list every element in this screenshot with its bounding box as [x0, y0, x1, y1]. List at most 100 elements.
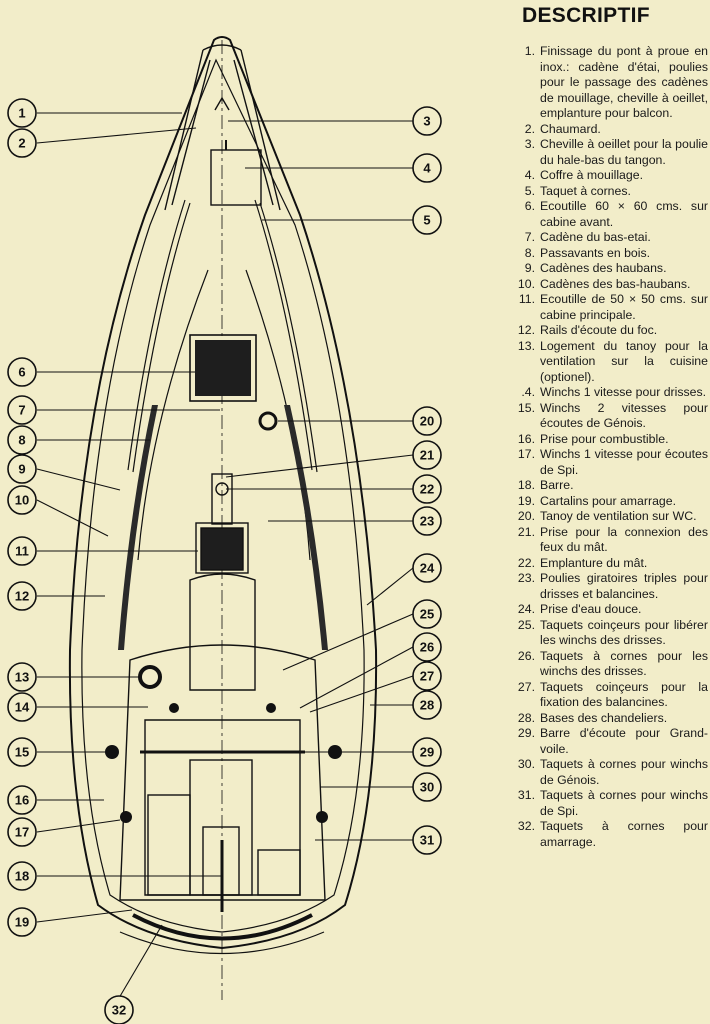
legend-item-number: 27.: [517, 679, 535, 694]
legend-item: 2. Chaumard.: [514, 122, 708, 138]
callout-22: 22: [412, 474, 442, 504]
legend-item-number: 17.: [517, 447, 535, 461]
legend-item: 5.Taquet à cornes.: [514, 184, 708, 200]
callout-10: 10: [7, 485, 37, 515]
legend-item-text: Cadène du bas-etai.: [540, 230, 651, 244]
legend-item-number: 6.: [524, 199, 535, 213]
leader-lines: [36, 112, 414, 999]
svg-text:5: 5: [423, 213, 430, 228]
svg-text:12: 12: [15, 589, 29, 604]
svg-text:9: 9: [18, 462, 25, 477]
legend-item-text: Cadènes des haubans.: [540, 261, 667, 275]
svg-text:18: 18: [15, 869, 29, 884]
svg-text:15: 15: [15, 745, 29, 760]
legend-item: 9. Cadènes des haubans.: [514, 261, 708, 277]
legend-item-text: Finissage du pont à proue en inox.: cadè…: [540, 44, 708, 120]
callout-1: 1: [7, 98, 37, 128]
callout-16: 16: [7, 785, 37, 815]
svg-text:19: 19: [15, 915, 29, 930]
legend-item-number: 3.: [524, 137, 535, 151]
callout-6: 6: [7, 357, 37, 387]
legend-item-number: 9.: [524, 261, 535, 275]
legend-item-text: Logement du tanoy pour la ventilation su…: [540, 338, 708, 384]
svg-text:30: 30: [420, 780, 434, 795]
svg-text:11: 11: [15, 544, 29, 559]
legend-item-number: 13.: [517, 338, 535, 353]
svg-text:24: 24: [420, 561, 435, 576]
legend-item-number: 18.: [517, 478, 535, 492]
legend-item-number: 4.: [524, 168, 535, 182]
legend-item-number: 25.: [517, 617, 535, 632]
callout-7: 7: [7, 395, 37, 425]
legend-item-number: 22.: [517, 555, 535, 570]
legend-item: 7. Cadène du bas-etai.: [514, 230, 708, 246]
legend-item-text: Winchs 1 vitesse pour drisses.: [540, 385, 707, 399]
legend-item-text: Chaumard.: [540, 121, 601, 136]
callout-4: 4: [412, 153, 442, 183]
anchor-locker: [210, 149, 262, 206]
legend-item: 1.Finissage du pont à proue en inox.: ca…: [514, 44, 708, 122]
svg-text:3: 3: [423, 114, 430, 129]
legend-list: 1.Finissage du pont à proue en inox.: ca…: [514, 44, 708, 850]
callout-19: 19: [7, 907, 37, 937]
callout-25: 25: [412, 599, 442, 629]
legend-item-text: Coffre à mouillage.: [540, 168, 643, 182]
svg-text:17: 17: [15, 825, 29, 840]
svg-text:6: 6: [18, 365, 25, 380]
legend-item-number: 7.: [524, 230, 535, 244]
callout-30: 30: [412, 772, 442, 802]
callout-12: 12: [7, 581, 37, 611]
legend-item-text: Barre d'écoute pour Grand-voile.: [540, 726, 708, 756]
callout-13: 13: [7, 662, 37, 692]
svg-text:7: 7: [18, 403, 25, 418]
legend-item-number: 2.: [524, 121, 535, 136]
legend-item: 22.Emplanture du mât.: [514, 556, 708, 572]
legend-item: 10.Cadènes des bas-haubans.: [514, 277, 708, 293]
legend-item-text: Bases des chandeliers.: [540, 710, 668, 725]
legend-item-number: 26.: [517, 648, 535, 663]
callout-9: 9: [7, 454, 37, 484]
legend-item-text: Taquets coinçeurs pour la fixation des b…: [540, 679, 708, 710]
legend-item-text: Taquets coinçeurs pour libérer les winch…: [540, 617, 708, 648]
legend-item: 19. Cartalins pour amarrage.: [514, 494, 708, 510]
legend-item-number: 24.: [517, 602, 535, 616]
legend-item: 4. Coffre à mouillage.: [514, 168, 708, 184]
legend-item-text: Cheville à oeillet pour la poulie du hal…: [540, 137, 708, 167]
legend-item-number: 19.: [517, 493, 535, 508]
legend-item-text: Winchs 1 vitesse pour écoutes de Spi.: [540, 447, 708, 477]
legend-item-number: 23.: [517, 571, 535, 585]
legend-item-text: Ecoutille de 50 × 50 cms. sur cabine pri…: [540, 292, 708, 322]
svg-text:32: 32: [112, 1003, 126, 1018]
legend-item-text: Winchs 2 vitesses pour écoutes de Génois…: [540, 400, 708, 431]
legend-item: 25. Taquets coinçeurs pour libérer les wi…: [514, 618, 708, 649]
legend-item-number: 29.: [517, 726, 535, 740]
legend-item: 12.Rails d'écoute du foc.: [514, 323, 708, 339]
legend-item-text: Prise pour combustible.: [540, 431, 669, 446]
legend-item-text: Tanoy de ventilation sur WC.: [540, 509, 697, 523]
svg-text:27: 27: [420, 669, 434, 684]
callout-14: 14: [7, 692, 37, 722]
legend-item: 21.Prise pour la connexion des feux du m…: [514, 525, 708, 556]
legend-title: DESCRIPTIF: [522, 4, 650, 27]
svg-text:28: 28: [420, 698, 434, 713]
callout-31: 31: [412, 825, 442, 855]
callout-23: 23: [412, 506, 442, 536]
callout-26: 26: [412, 632, 442, 662]
callout-21: 21: [412, 440, 442, 470]
legend-item-number: 32.: [517, 819, 535, 833]
forward-hatch: [189, 334, 257, 402]
legend-item: 24.Prise d'eau douce.: [514, 602, 708, 618]
legend-item: 6.Ecoutille 60 × 60 cms. sur cabine avan…: [514, 199, 708, 230]
legend-item-number: .4.: [521, 385, 535, 399]
svg-text:26: 26: [420, 640, 434, 655]
callout-8: 8: [7, 425, 37, 455]
callout-20: 20: [412, 406, 442, 436]
legend-item-text: Cartalins pour amarrage.: [540, 493, 677, 508]
legend-item-text: Barre.: [540, 478, 574, 492]
svg-text:31: 31: [420, 833, 434, 848]
legend-item-text: Taquets à cornes pour winchs de Génois.: [540, 757, 708, 787]
legend-panel: DESCRIPTIF 1.Finissage du pont à proue e…: [514, 0, 710, 1024]
legend-item-number: 31.: [517, 788, 535, 802]
legend-item-text: Prise pour la connexion des feux du mât.: [540, 524, 708, 555]
svg-text:13: 13: [15, 670, 29, 685]
